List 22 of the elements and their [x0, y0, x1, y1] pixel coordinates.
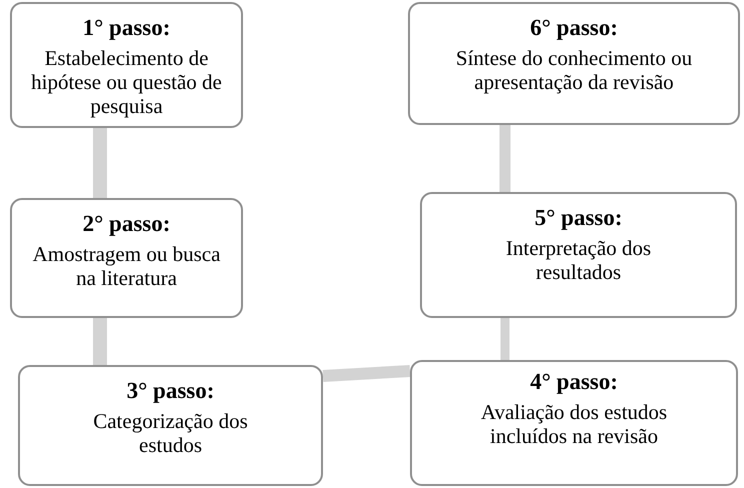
step-description: Interpretação dos resultados: [504, 236, 652, 284]
step-box: [420, 192, 737, 318]
step-box: [10, 2, 243, 128]
step-heading: 2° passo:: [82, 210, 170, 238]
connector-bar: [93, 318, 107, 365]
step-heading: 6° passo:: [530, 14, 618, 42]
step-description: Estabelecimento de hipótese ou questão de pesquisa: [30, 46, 223, 118]
connector-bar: [93, 128, 107, 198]
step-heading: 5° passo:: [534, 204, 622, 232]
step-box: [18, 365, 323, 486]
step-heading: 1° passo:: [82, 14, 170, 42]
connector-bar: [500, 318, 510, 360]
step-box: [10, 198, 243, 318]
step-description: Amostragem ou busca na literatura: [32, 242, 222, 290]
step-heading: 4° passo:: [530, 368, 618, 396]
step-description: Categorização dos estudos: [92, 409, 249, 457]
connector-bar: [322, 365, 410, 382]
step-box: [408, 2, 740, 125]
step-heading: 3° passo:: [126, 377, 214, 405]
step-box: [410, 360, 738, 486]
step-description: Avaliação dos estudos incluídos na revisão: [480, 400, 668, 448]
step-description: Síntese do conhecimento ou apresentação da revisão: [454, 46, 694, 94]
